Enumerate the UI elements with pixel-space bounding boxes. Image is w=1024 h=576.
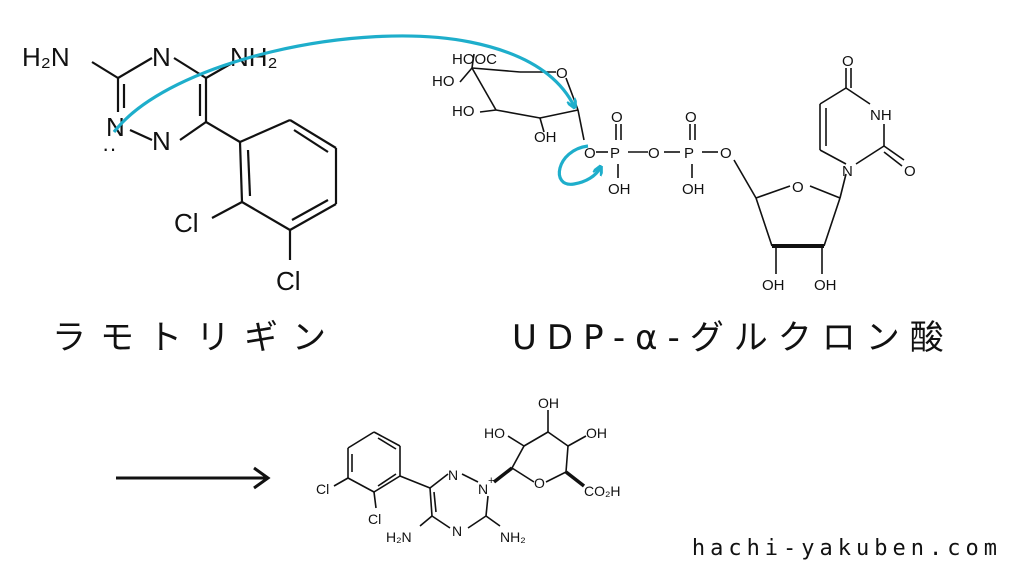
product-structure — [333, 410, 587, 529]
lamotrigine-nh2-left: H₂N — [22, 42, 70, 72]
udpga-oh-p2: OH — [682, 181, 705, 198]
udpga-p-2: P — [684, 145, 694, 162]
product-labels: Cl Cl N N + N H₂N NH₂ O OH HO OH CO₂H — [316, 395, 621, 545]
udpga-caption: UDP-α-グルクロン酸 — [512, 318, 954, 358]
udpga-o-carbonyl-right: O — [904, 163, 916, 180]
lamotrigine-caption: ラモトリギン — [52, 318, 340, 358]
udpga-structure — [459, 53, 905, 274]
right-arrow-icon — [116, 466, 271, 490]
udpga-oh-r2: OH — [814, 277, 837, 294]
product-oh-top: OH — [538, 395, 559, 411]
product-cl-1: Cl — [316, 481, 329, 497]
lamotrigine-n-bottom: N — [152, 126, 171, 156]
udpga-ho-1: HO — [432, 73, 455, 90]
product-ho-left: HO — [484, 425, 505, 441]
lamotrigine-structure — [91, 57, 338, 260]
product-plus: + — [488, 475, 494, 487]
product-cl-2: Cl — [368, 511, 381, 527]
product-h2n: H₂N — [386, 529, 412, 545]
electron-flow-arrows — [112, 34, 600, 186]
lamotrigine-labels: H₂N NH₂ N N N ·· Cl Cl — [22, 42, 301, 296]
nucleophilic-attack-arrow — [112, 34, 574, 133]
product-n-bottom: N — [452, 523, 462, 539]
udpga-ho-2: HO — [452, 103, 475, 120]
udpga-o-ring: O — [556, 65, 568, 82]
udpga-oh-p1: OH — [608, 181, 631, 198]
udpga-hoooc: HOOC — [452, 51, 497, 68]
product-co2h: CO₂H — [584, 483, 621, 499]
lamotrigine-lone-pair: ·· — [102, 136, 117, 161]
udpga-o-dbl-1: O — [611, 109, 623, 126]
udpga-oh-1: OH — [534, 129, 557, 146]
udpga-o-ester: O — [720, 145, 732, 162]
udpga-o-link: O — [584, 145, 596, 162]
udpga-p-1: P — [610, 145, 620, 162]
udpga-nh: NH — [870, 107, 892, 124]
site-watermark: hachi-yakuben.com — [691, 536, 1002, 561]
lamotrigine-n-top: N — [152, 42, 171, 72]
udpga-o-bridge: O — [648, 145, 660, 162]
udpga-o-carbonyl-top: O — [842, 53, 854, 70]
lamotrigine-cl-2: Cl — [276, 266, 301, 296]
product-n-plus: N — [478, 481, 488, 497]
product-nh2: NH₂ — [500, 529, 526, 545]
udpga-labels: HOOC HO HO OH O O P O O P O O OH OH O OH… — [432, 51, 916, 294]
udpga-oh-r1: OH — [762, 277, 785, 294]
product-o-ring: O — [534, 475, 545, 491]
udpga-o-dbl-2: O — [685, 109, 697, 126]
product-oh-right: OH — [586, 425, 607, 441]
lamotrigine-cl-1: Cl — [174, 208, 199, 238]
udpga-o-ribose: O — [792, 179, 804, 196]
product-n-top: N — [448, 467, 458, 483]
udpga-n-ring: N — [842, 163, 853, 180]
lamotrigine-n-left: N — [106, 112, 125, 142]
leaving-group-arrow — [557, 144, 600, 186]
